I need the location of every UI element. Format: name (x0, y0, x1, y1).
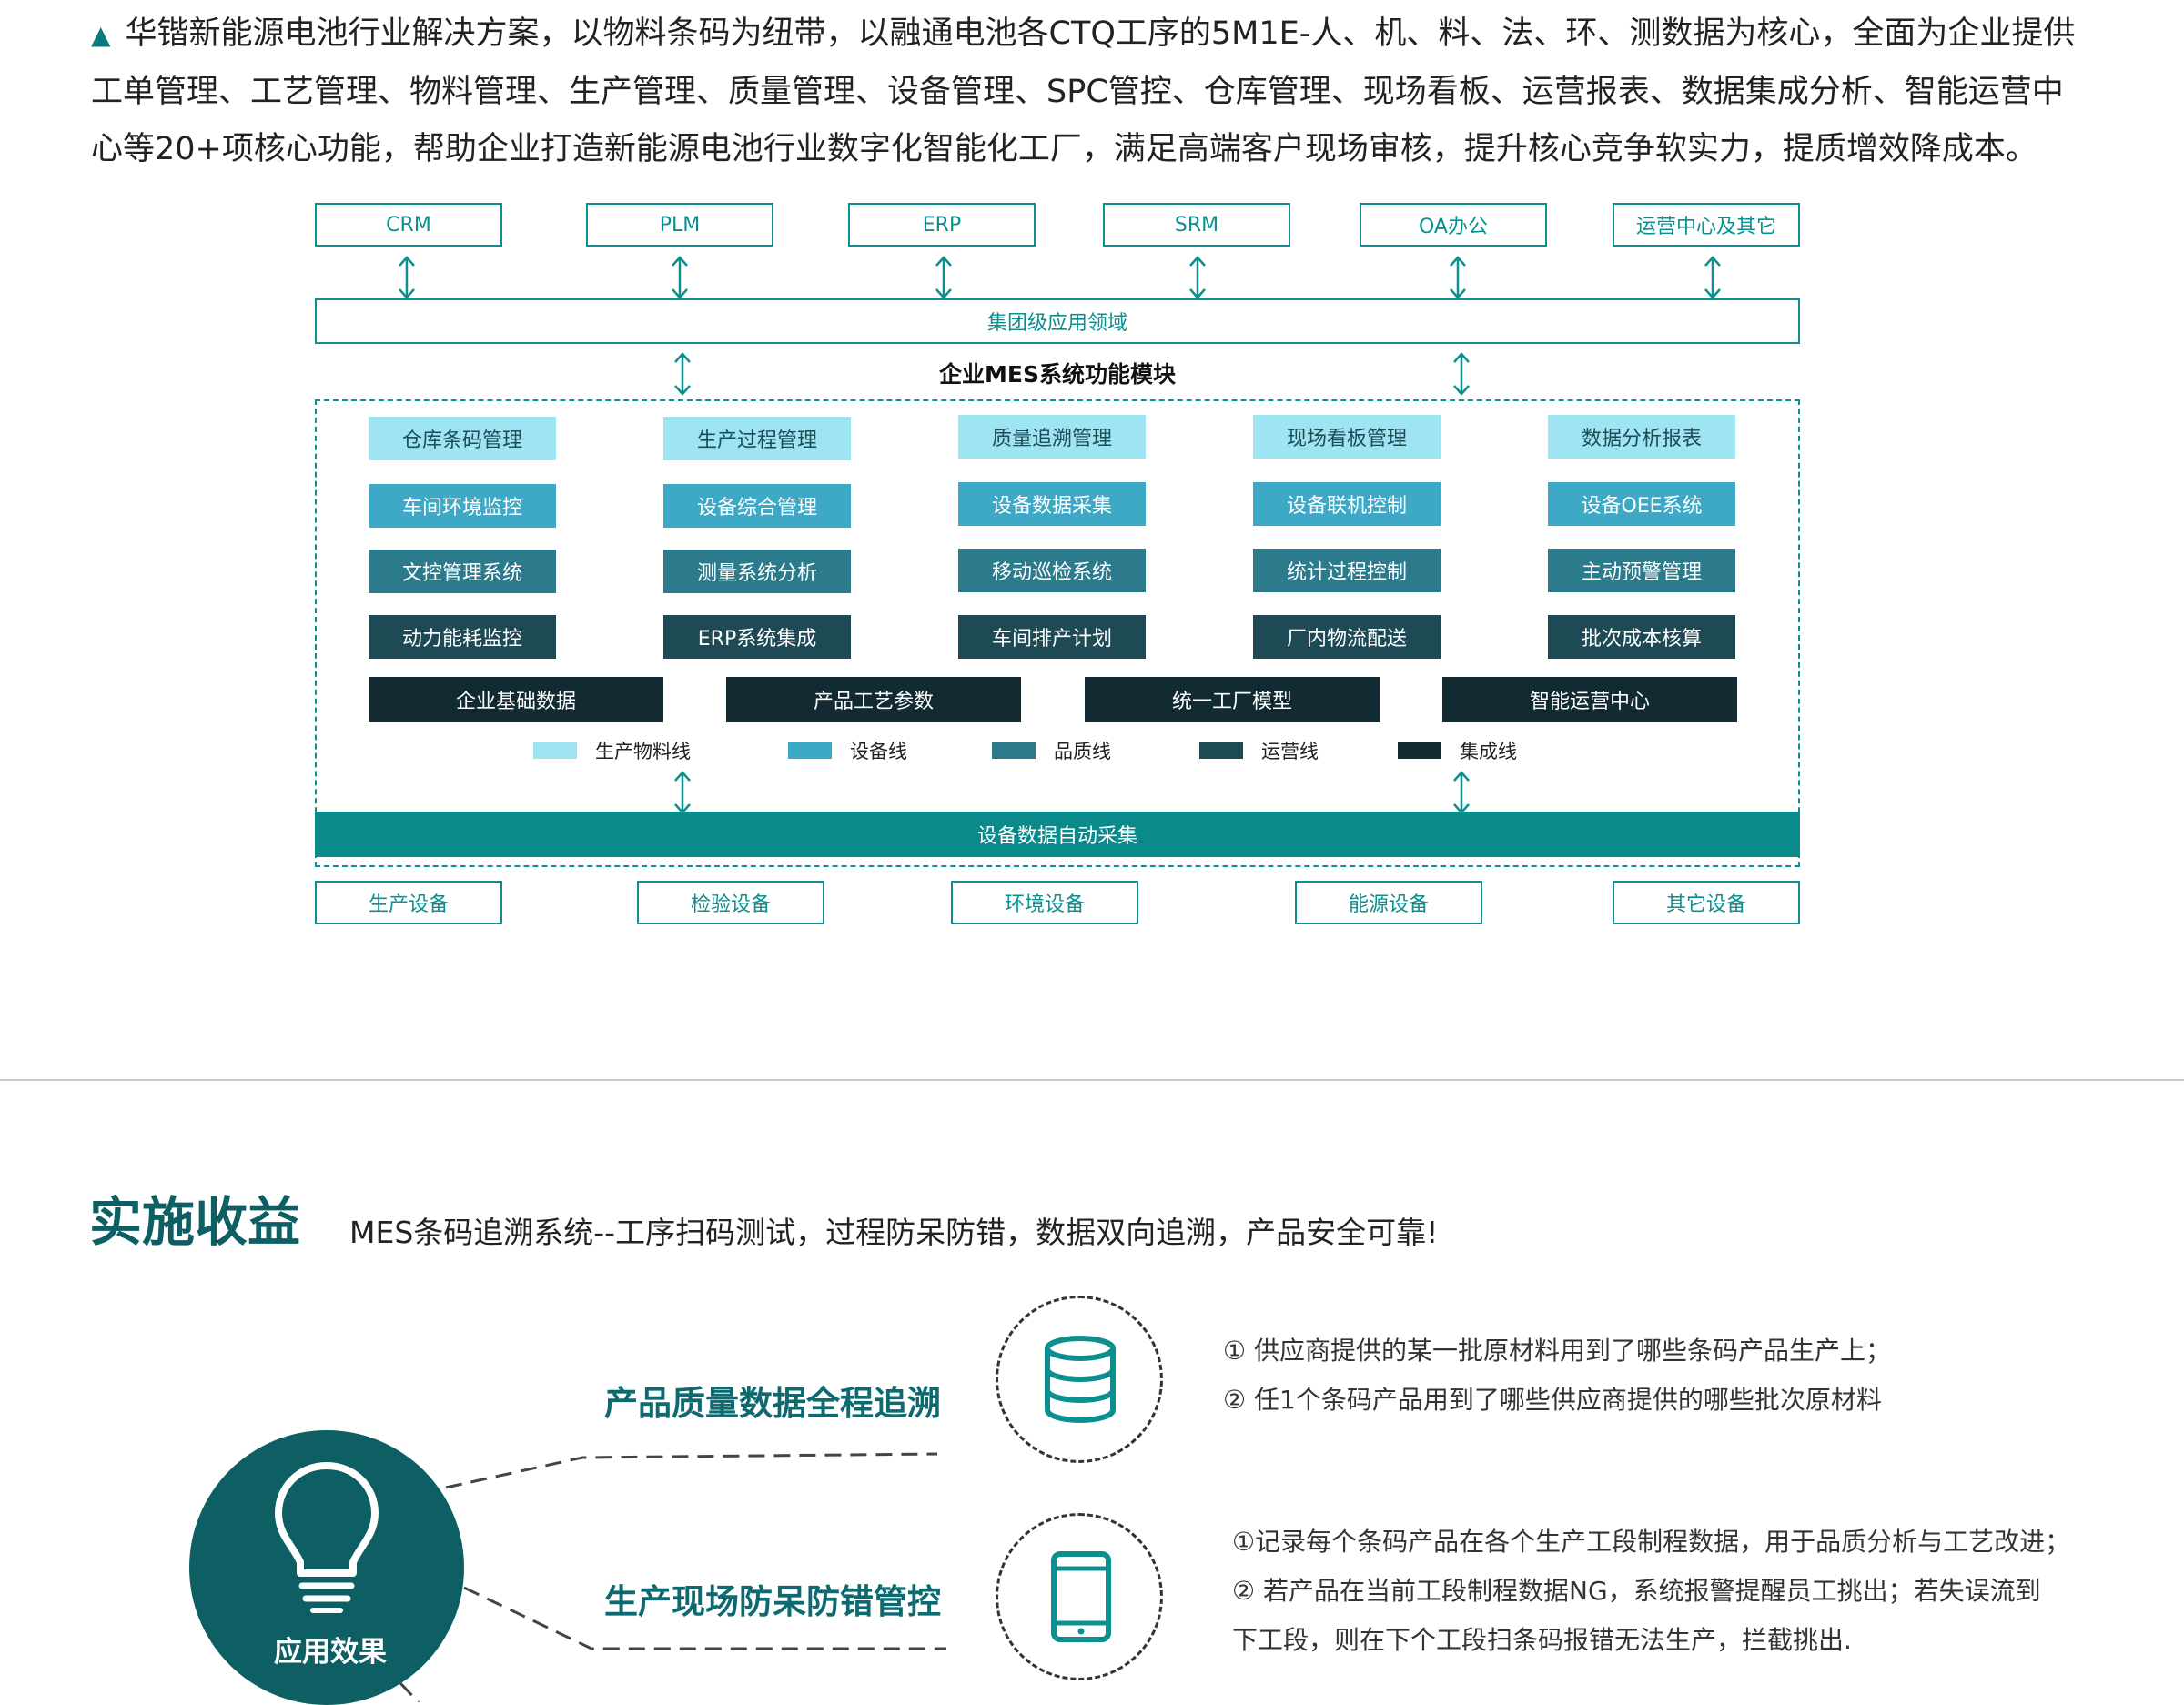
module-box: 批次成本核算 (1548, 615, 1735, 659)
legend-label: 品质线 (1054, 741, 1111, 762)
feature-description: ① 供应商提供的某一批原材料用到了哪些条码产品生产上； ② 任1个条码产品用到了… (1223, 1327, 1891, 1425)
description-line: ② 若产品在当前工段制程数据NG，系统报警提醒员工挑出；若失误流到 (1232, 1576, 2041, 1606)
foundation-box: 产品工艺参数 (726, 677, 1021, 722)
lightbulb-icon (275, 1462, 379, 1613)
module-box: 仓库条码管理 (369, 417, 556, 460)
device-box: 其它设备 (1613, 881, 1800, 924)
bidirectional-arrow-icon (1450, 256, 1466, 299)
section-divider (0, 1079, 2184, 1081)
system-box-oa: OA办公 (1360, 203, 1547, 247)
module-box: 设备数据采集 (958, 482, 1146, 526)
module-box: 测量系统分析 (663, 550, 851, 593)
bidirectional-arrow-icon (674, 352, 691, 396)
module-box: 设备综合管理 (663, 484, 851, 528)
module-box: 统计过程控制 (1253, 549, 1441, 592)
intro-text: 华锴新能源电池行业解决方案，以物料条码为纽带，以融通电池各CTQ工序的5M1E-… (91, 15, 2076, 167)
description-line: ① 供应商提供的某一批原材料用到了哪些条码产品生产上； (1223, 1336, 1892, 1366)
legend-swatch (1199, 742, 1243, 759)
mes-module-title: 企业MES系统功能模块 (939, 361, 1176, 388)
module-box: 设备OEE系统 (1548, 482, 1735, 526)
bidirectional-arrow-icon (935, 256, 952, 299)
module-box: 现场看板管理 (1253, 415, 1441, 459)
database-icon (1045, 1336, 1116, 1423)
device-box: 检验设备 (637, 881, 824, 924)
module-box: 数据分析报表 (1548, 415, 1735, 459)
system-box-erp: ERP (848, 203, 1036, 247)
module-box: 车间排产计划 (958, 615, 1146, 659)
group-application-layer: 集团级应用领域 (315, 298, 1800, 344)
feature-icon-ring (996, 1296, 1163, 1463)
triangle-marker: ▲ (91, 20, 111, 50)
bidirectional-arrow-icon (1189, 256, 1206, 299)
intro-paragraph: ▲华锴新能源电池行业解决方案，以物料条码为纽带，以融通电池各CTQ工序的5M1E… (91, 5, 2093, 178)
legend-item: 生产物料线 (533, 739, 691, 762)
bidirectional-arrow-icon (672, 256, 688, 299)
bidirectional-arrow-icon (674, 771, 691, 814)
legend-item: 品质线 (992, 739, 1111, 762)
feature-description: ①记录每个条码产品在各个生产工段制程数据，用于品质分析与工艺改进； ② 若产品在… (1232, 1518, 2070, 1665)
system-box-crm: CRM (315, 203, 502, 247)
module-box: 主动预警管理 (1548, 549, 1735, 592)
legend-item: 运营线 (1199, 739, 1319, 762)
connector-lines (399, 1452, 946, 1702)
module-box: ERP系统集成 (663, 615, 851, 659)
mes-module-region (315, 399, 1800, 867)
module-box: 质量追溯管理 (958, 415, 1146, 459)
legend-label: 运营线 (1261, 741, 1319, 762)
device-box: 环境设备 (951, 881, 1138, 924)
foundation-box: 企业基础数据 (369, 677, 663, 722)
module-box: 移动巡检系统 (958, 549, 1146, 592)
system-box-plm: PLM (586, 203, 774, 247)
legend-swatch (992, 742, 1036, 759)
foundation-box: 智能运营中心 (1442, 677, 1737, 722)
effect-label: 应用效果 (274, 1636, 387, 1669)
legend-label: 设备线 (850, 741, 907, 762)
legend-item: 集成线 (1398, 739, 1517, 762)
description-line: 下工段，则在下个工段扫条码报错无法生产，拦截挑出. (1232, 1625, 1852, 1655)
module-box: 厂内物流配送 (1253, 615, 1441, 659)
legend-swatch (1398, 742, 1441, 759)
section-subtitle: MES条码追溯系统--工序扫码测试，过程防呆防错，数据双向追溯，产品安全可靠! (349, 1215, 1439, 1250)
foundation-box: 统一工厂模型 (1085, 677, 1380, 722)
tablet-icon (1051, 1551, 1111, 1642)
module-box: 动力能耗监控 (369, 615, 556, 659)
bidirectional-arrow-icon (1453, 771, 1470, 814)
device-box: 能源设备 (1295, 881, 1482, 924)
module-box: 生产过程管理 (663, 417, 851, 460)
bidirectional-arrow-icon (399, 256, 415, 299)
description-line: ①记录每个条码产品在各个生产工段制程数据，用于品质分析与工艺改进； (1232, 1527, 2071, 1557)
feature-title-error-proofing: 生产现场防呆防错管控 (604, 1582, 941, 1621)
bidirectional-arrow-icon (1704, 256, 1721, 299)
module-box: 车间环境监控 (369, 484, 556, 528)
module-box: 文控管理系统 (369, 550, 556, 593)
section-title: 实施收益 (89, 1191, 301, 1253)
legend-swatch (533, 742, 577, 759)
effect-circle (189, 1430, 464, 1705)
legend-item: 设备线 (788, 739, 907, 762)
feature-title-traceability: 产品质量数据全程追溯 (604, 1384, 941, 1423)
equipment-data-collection-bar: 设备数据自动采集 (315, 812, 1800, 857)
device-box: 生产设备 (315, 881, 502, 924)
legend-label: 生产物料线 (595, 741, 691, 762)
legend-swatch (788, 742, 832, 759)
module-box: 设备联机控制 (1253, 482, 1441, 526)
system-box-ops-center: 运营中心及其它 (1613, 203, 1800, 247)
system-box-srm: SRM (1103, 203, 1290, 247)
bidirectional-arrow-icon (1453, 352, 1470, 396)
legend-label: 集成线 (1460, 741, 1517, 762)
feature-icon-ring (996, 1513, 1163, 1680)
description-line: ② 任1个条码产品用到了哪些供应商提供的哪些批次原材料 (1223, 1385, 1882, 1415)
